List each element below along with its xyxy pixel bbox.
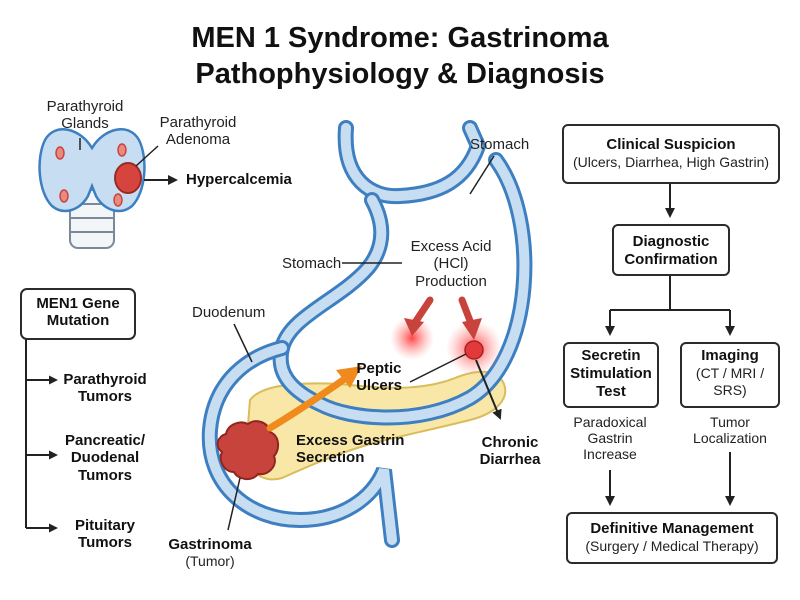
page-title-line-2: Pathophysiology & Diagnosis	[195, 58, 605, 90]
definitive-management-box: Definitive Management (Surgery / Medical…	[566, 512, 778, 564]
label-line: Gastrin	[587, 430, 633, 447]
imaging-result-label: Tumor Localization	[680, 414, 780, 446]
label-line: Parathyroid	[159, 114, 237, 131]
clinical-suspicion-box: Clinical Suspicion (Ulcers, Diarrhea, Hi…	[562, 124, 780, 184]
adenoma-leader	[135, 145, 159, 167]
label-line: MEN1 Gene	[36, 295, 120, 312]
label-line: Ulcers	[356, 377, 402, 395]
stomach-top-leader	[469, 155, 495, 195]
label-line: Diarrhea	[479, 451, 541, 469]
label-line: Confirmation	[624, 251, 718, 268]
duodenum-leader	[233, 323, 253, 363]
secretin-result-label: Paradoxical Gastrin Increase	[560, 414, 660, 462]
gene-mutation-box-border	[20, 288, 136, 340]
label-line: Glands	[61, 115, 109, 133]
gastrinoma-leader	[227, 477, 241, 531]
label-line: Parathyroid	[46, 98, 124, 115]
acid-arrowhead	[404, 318, 424, 336]
parathyroid-glands-label: Parathyroid Glands	[40, 98, 130, 133]
duodenum-label: Duodenum	[192, 304, 266, 321]
label-line: Peptic	[356, 360, 402, 377]
label-line: Diagnostic	[632, 233, 710, 250]
excess-gastrin-label: Excess Gastrin Secretion	[296, 432, 404, 467]
acid-arrow	[410, 296, 434, 328]
label-line: Secretin	[581, 347, 641, 364]
clinical-suspicion-subtitle: (Ulcers, Diarrhea, High Gastrin)	[572, 154, 770, 170]
imaging-title: Imaging	[701, 347, 759, 364]
pancreatic-duodenal-tumors-label: Pancreatic/ Duodenal Tumors	[58, 432, 152, 484]
imaging-box: Imaging (CT / MRI / SRS)	[680, 342, 780, 408]
label-line: Parathyroid	[63, 371, 147, 388]
label-line: Stimulation	[570, 365, 652, 382]
pituitary-tumors-label: Pituitary Tumors	[58, 517, 152, 552]
label-line: (CT / MRI /	[695, 365, 765, 381]
ulcer-leader	[409, 353, 467, 383]
peptic-ulcers-label: Peptic Ulcers	[340, 360, 418, 395]
diagnostic-confirmation-box: Diagnostic Confirmation	[612, 224, 730, 276]
stomach-top-label: Stomach	[470, 136, 530, 153]
management-title: Definitive Management	[590, 520, 754, 537]
ulcer-lesion	[464, 340, 484, 360]
label-line: Tumor	[710, 414, 750, 430]
clinical-suspicion-title: Clinical Suspicion	[606, 136, 736, 153]
chronic-diarrhea-label: Chronic Diarrhea	[468, 434, 552, 469]
excess-acid-label: Excess Acid (HCl) Production	[396, 238, 506, 290]
label-line: Excess Acid	[410, 238, 492, 255]
label-line: Pituitary	[74, 517, 135, 534]
management-subtitle: (Surgery / Medical Therapy)	[585, 538, 759, 554]
parathyroid-gland	[59, 189, 69, 203]
label-line: Localization	[693, 430, 767, 447]
label-line: Secretion	[296, 449, 365, 467]
gastrinoma-label: Gastrinoma (Tumor)	[160, 536, 260, 569]
gi-illustration	[201, 120, 533, 548]
label-line: Adenoma	[165, 131, 231, 149]
gastrin-arrow	[266, 374, 350, 432]
parathyroid-gland	[113, 193, 123, 207]
duodenum-inner	[204, 343, 397, 545]
label-line: Paradoxical	[573, 414, 647, 430]
gastrinoma-subtitle: (Tumor)	[185, 553, 235, 570]
label-line: Mutation	[46, 312, 110, 330]
label-line: Pancreatic/	[64, 432, 146, 449]
gene-mutation-box: MEN1 Gene Mutation	[21, 295, 135, 330]
label-line: Production	[415, 272, 487, 290]
ulcer-glow	[390, 316, 434, 360]
acid-arrowhead	[462, 318, 482, 340]
hypercalcemia-label: Hypercalcemia	[186, 171, 292, 188]
label-line: Increase	[583, 446, 637, 463]
label-line: Tumors	[78, 534, 132, 552]
label-line: Excess Gastrin	[296, 432, 405, 449]
stomach-inner	[275, 155, 530, 423]
parathyroid-gland	[55, 146, 65, 160]
label-line: Tumors	[78, 388, 132, 406]
label-line: (HCl)	[433, 255, 469, 273]
gastrinoma-tumor	[216, 420, 280, 480]
label-line: Test	[596, 383, 626, 400]
label-line: Chronic	[481, 434, 539, 451]
parathyroid-adenoma-label: Parathyroid Adenoma	[148, 114, 248, 149]
stomach-side-label: Stomach	[282, 255, 342, 272]
label-line: SRS)	[713, 381, 747, 398]
parathyroid-adenoma	[114, 162, 142, 194]
gastrin-arrowhead	[336, 366, 362, 388]
parathyroid-gland	[117, 143, 127, 157]
thyroid-illustration	[38, 128, 146, 249]
parathyroid-tumors-label: Parathyroid Tumors	[58, 371, 152, 406]
label-line: Tumors	[78, 466, 132, 484]
diarrhea-arrow	[475, 359, 502, 420]
label-line: Duodenal	[70, 449, 140, 467]
page-title-line-1: MEN 1 Syndrome: Gastrinoma	[191, 22, 609, 54]
secretin-test-box: Secretin Stimulation Test	[563, 342, 659, 408]
gastrinoma-title: Gastrinoma	[168, 536, 252, 553]
esophagus-inner	[340, 123, 484, 202]
